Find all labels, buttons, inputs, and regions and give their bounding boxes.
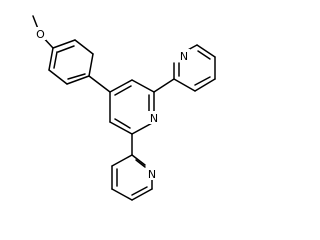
pyridine-nitrogen-label: N bbox=[150, 112, 158, 125]
top-pyridyl-ring bbox=[173, 44, 216, 92]
bond-double bbox=[57, 45, 75, 53]
bond bbox=[48, 69, 68, 85]
bond bbox=[173, 78, 196, 92]
bond bbox=[111, 188, 133, 201]
bond-aryl-pyridine bbox=[88, 75, 111, 93]
bond bbox=[48, 47, 54, 71]
bond-double bbox=[53, 51, 58, 69]
bond-double bbox=[197, 50, 211, 60]
bond bbox=[109, 121, 133, 135]
bond bbox=[194, 78, 216, 92]
bonds bbox=[32, 15, 216, 201]
bond-double bbox=[114, 118, 131, 129]
atom-labels: O N N N bbox=[35, 27, 190, 181]
bond bbox=[111, 154, 133, 167]
methoxyphenyl-ring bbox=[48, 39, 94, 85]
bond-double bbox=[194, 76, 211, 86]
bond bbox=[131, 79, 155, 93]
bond bbox=[74, 39, 94, 55]
bond-pyridine-top-link bbox=[153, 78, 175, 93]
molecule-canvas: O N N N bbox=[32, 15, 216, 201]
bond bbox=[66, 75, 90, 85]
bond bbox=[109, 79, 133, 93]
bond-double bbox=[114, 85, 132, 96]
bond-double bbox=[67, 73, 86, 80]
bond bbox=[131, 154, 146, 166]
central-pyridine-ring bbox=[109, 79, 155, 135]
bottom-pyridyl-ring bbox=[111, 154, 153, 201]
oxygen-label: O bbox=[36, 28, 45, 41]
bottom-pyridyl-nitrogen-label: N bbox=[148, 168, 156, 181]
bond bbox=[196, 44, 216, 58]
top-pyridyl-nitrogen-label: N bbox=[180, 50, 188, 63]
bond bbox=[131, 188, 153, 201]
bond-double bbox=[131, 186, 148, 196]
structure-diagram: O N N N bbox=[32, 15, 216, 201]
bond-double bbox=[135, 159, 146, 168]
bond bbox=[52, 39, 76, 49]
bond bbox=[88, 53, 94, 77]
